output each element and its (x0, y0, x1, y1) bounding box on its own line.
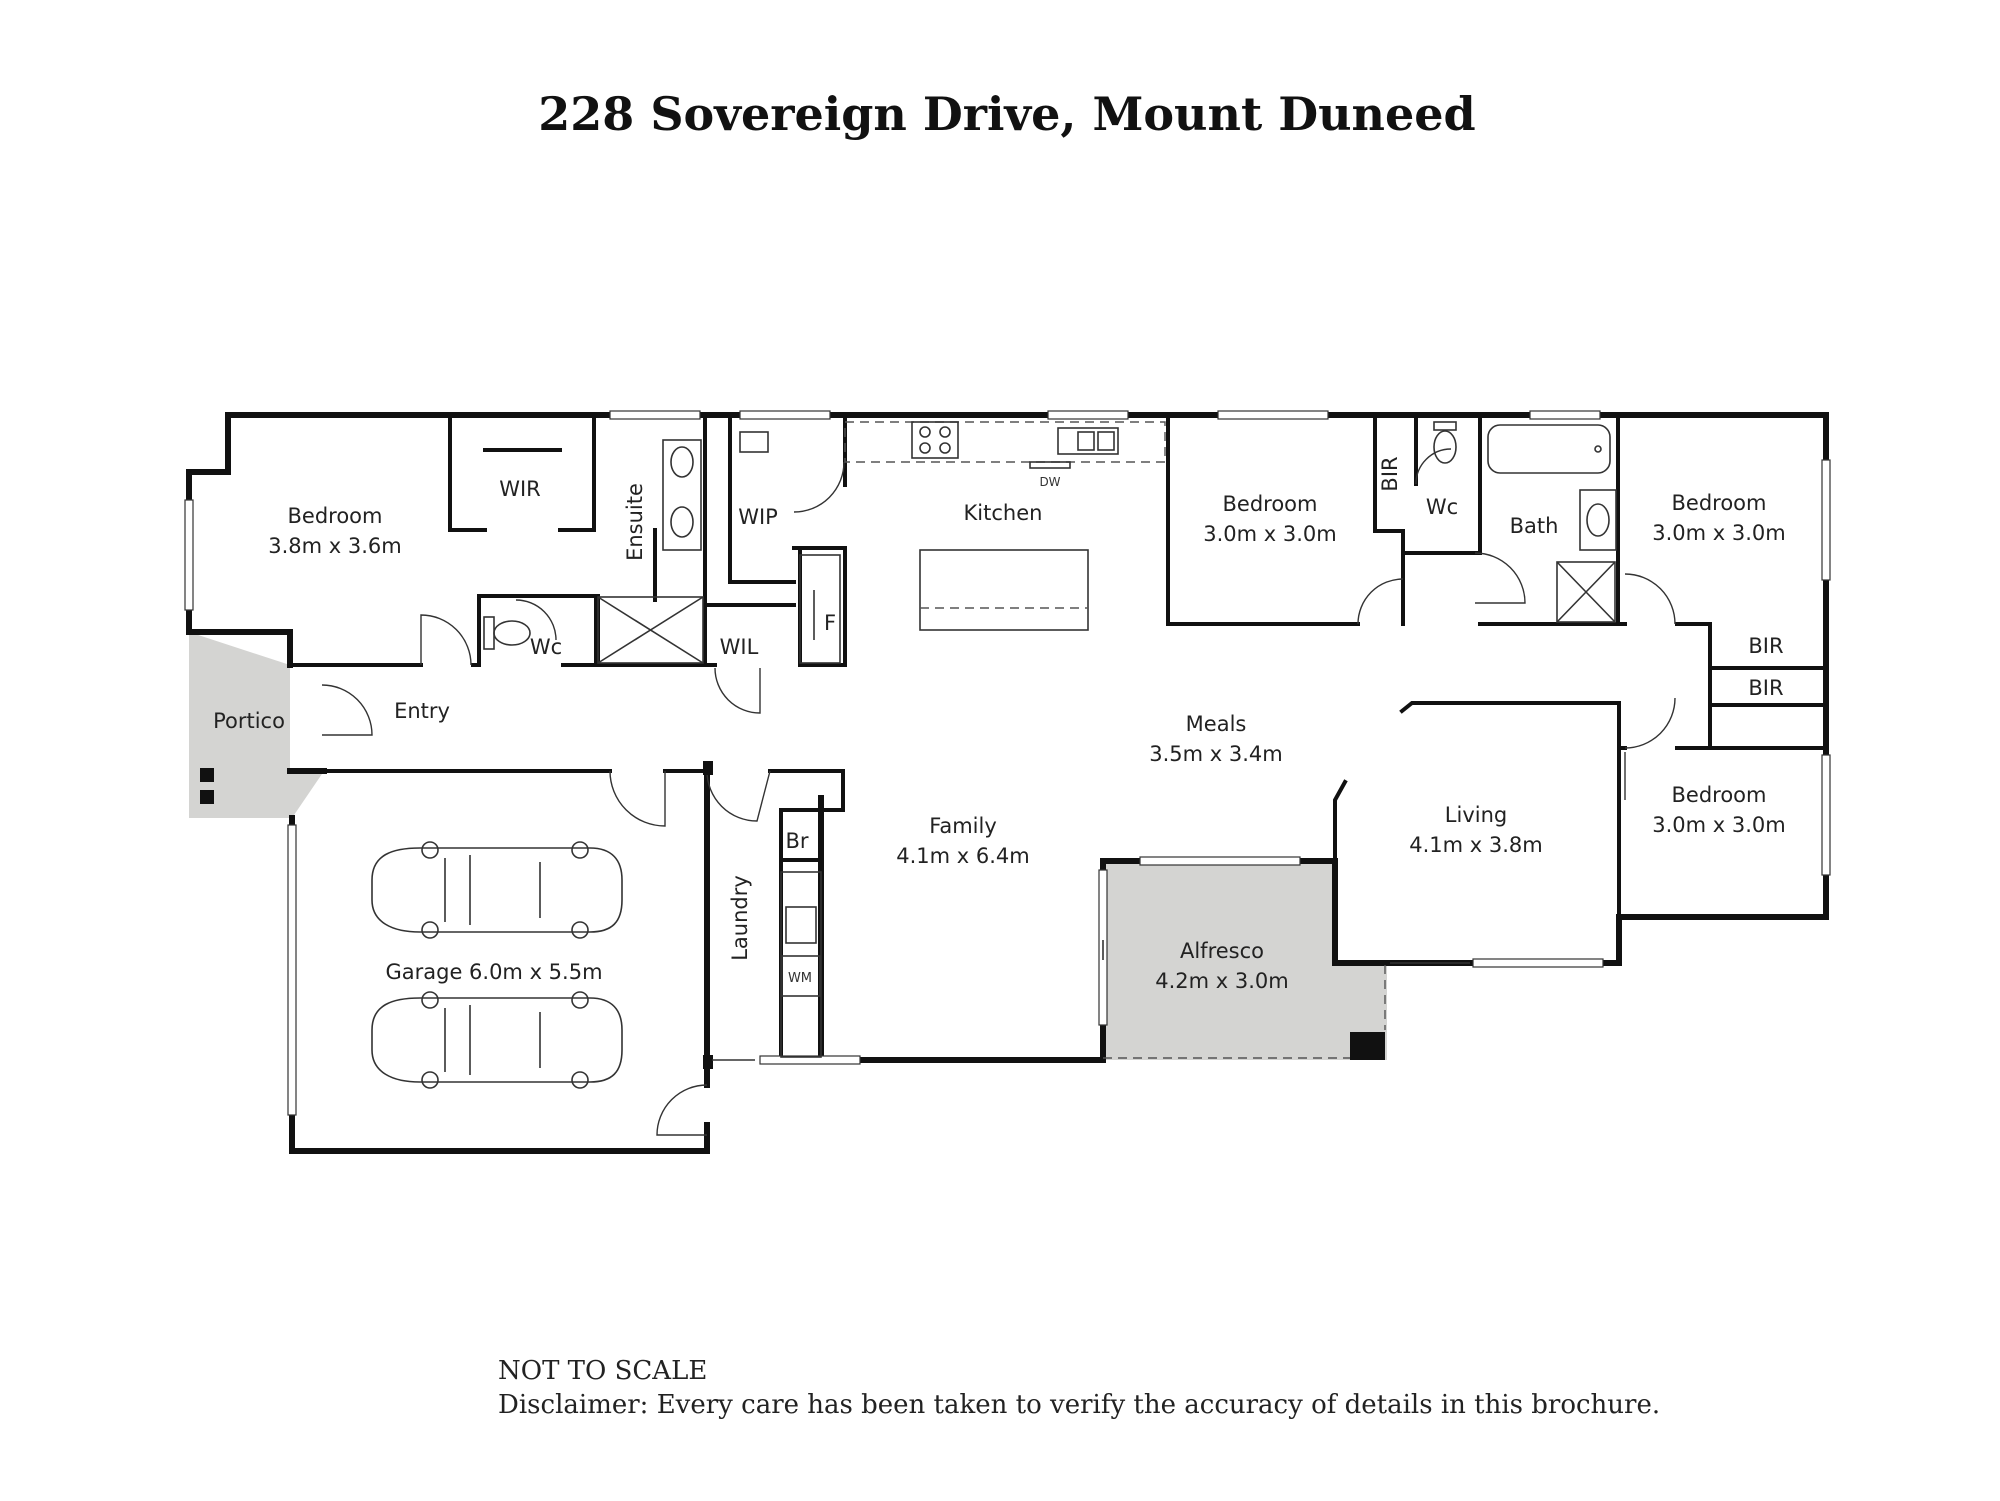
bir1-label: BIR (1378, 456, 1402, 491)
entry-label: Entry (394, 699, 450, 723)
garage-label: Garage 6.0m x 5.5m (385, 960, 602, 984)
dw-label: DW (1039, 475, 1060, 489)
bedroom3-size: 3.0m x 3.0m (1652, 521, 1786, 545)
meals-label: Meals (1186, 712, 1247, 736)
alfresco-label: Alfresco (1180, 939, 1264, 963)
not-to-scale-note: NOT TO SCALE (498, 1356, 707, 1386)
bir3-label: BIR (1748, 676, 1783, 700)
fridge-label: F (824, 611, 836, 635)
disclaimer-text: Disclaimer: Every care has been taken to… (498, 1390, 1660, 1420)
kitchen-sink (1057, 427, 1119, 455)
door-swings (321, 448, 1676, 1136)
kitchen-label: Kitchen (964, 501, 1043, 525)
wir-label: WIR (499, 477, 541, 501)
alfresco-area (1103, 859, 1387, 1060)
bedroom4-label: Bedroom (1672, 783, 1767, 807)
living-size: 4.1m x 3.8m (1409, 833, 1543, 857)
cooktop (911, 421, 959, 459)
portico-label: Portico (213, 709, 285, 733)
interior-walls (288, 413, 1828, 1062)
plan-title: 228 Sovereign Drive, Mount Duneed (538, 87, 1475, 141)
car-icon (371, 841, 623, 939)
bedroom1-size: 3.8m x 3.6m (268, 534, 402, 558)
bedroom2-label: Bedroom (1223, 492, 1318, 516)
kitchen-island (919, 549, 1089, 631)
fixtures (200, 421, 1617, 1069)
meals-size: 3.5m x 3.4m (1149, 742, 1283, 766)
bedroom2-size: 3.0m x 3.0m (1203, 522, 1337, 546)
wc2-label: Wc (1426, 495, 1458, 519)
bedroom4-size: 3.0m x 3.0m (1652, 813, 1786, 837)
bath-label: Bath (1510, 514, 1559, 538)
bedroom1-label: Bedroom (288, 504, 383, 528)
sliding-door-arrows (712, 940, 1470, 1061)
laundry-label: Laundry (728, 875, 752, 961)
alfresco-size: 4.2m x 3.0m (1155, 969, 1289, 993)
family-label: Family (929, 814, 997, 838)
br-label: Br (785, 829, 808, 853)
wm-label: WM (788, 971, 812, 986)
wc1-label: Wc (530, 635, 562, 659)
room-labels: Bedroom 3.8m x 3.6m WIR Ensuite Wc WIP W… (213, 456, 1786, 993)
ensuite-label: Ensuite (623, 483, 647, 561)
windows (184, 410, 1831, 1116)
bedroom3-label: Bedroom (1672, 491, 1767, 515)
wip-label: WIP (738, 505, 778, 529)
living-label: Living (1445, 803, 1507, 827)
car-icon (371, 991, 623, 1089)
wil-label: WIL (720, 635, 759, 659)
family-size: 4.1m x 6.4m (896, 844, 1030, 868)
bir2-label: BIR (1748, 634, 1783, 658)
